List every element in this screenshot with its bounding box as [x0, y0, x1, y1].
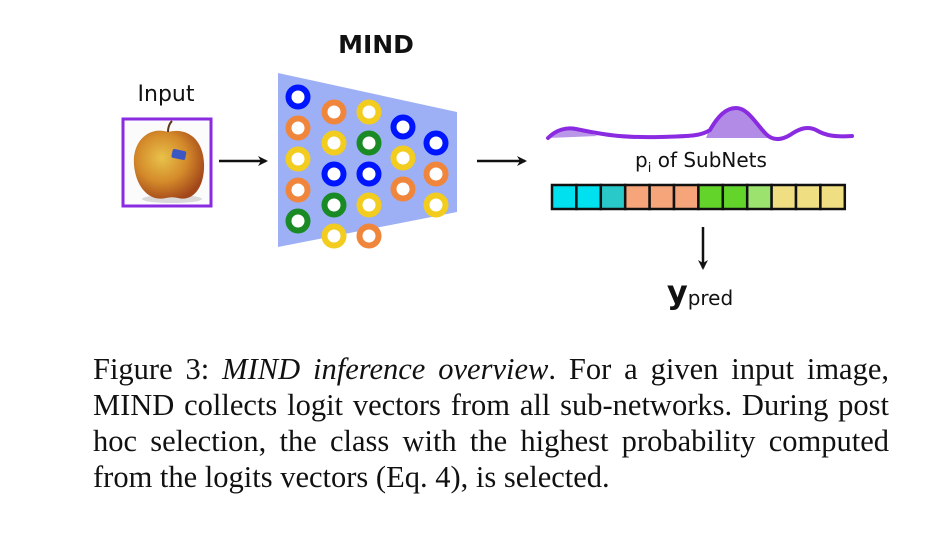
apple-sticker	[171, 149, 187, 160]
subnet-circle-yellow	[356, 192, 382, 218]
caption-label: Figure 3:	[93, 352, 223, 386]
vector-cell	[721, 183, 749, 211]
subnet-circle-orange	[285, 177, 311, 203]
input-label: Input	[138, 82, 195, 107]
subnet-circle-blue	[390, 114, 416, 140]
vector-cell	[623, 183, 651, 211]
probability-vector	[550, 183, 847, 211]
subnet-circle-yellow	[390, 145, 416, 171]
probabilities-label-suffix: of SubNets	[651, 148, 767, 172]
subnet-circle-green	[321, 192, 347, 218]
diagram-title: MIND	[338, 30, 414, 59]
subnet-circle-blue	[285, 84, 311, 110]
vector-cell	[697, 183, 725, 211]
figure-caption: Figure 3: MIND inference overview. For a…	[93, 351, 889, 495]
subnet-circle-orange	[356, 223, 382, 249]
subnet-circle-yellow	[321, 223, 347, 249]
probabilities-label: pi of SubNets	[635, 148, 767, 176]
apple-stem	[167, 120, 173, 133]
vector-cell	[794, 183, 822, 211]
vector-cell	[575, 183, 603, 211]
subnet-circle-yellow	[285, 146, 311, 172]
vector-cell	[819, 183, 847, 211]
apple-icon	[133, 130, 205, 199]
caption-body: . For a given input image, MIND collects…	[93, 352, 890, 494]
prediction-subscript: pred	[688, 286, 733, 310]
subnet-circle-orange	[285, 115, 311, 141]
prediction-label: ypred	[667, 273, 733, 311]
vector-cell	[550, 183, 578, 211]
subnet-circle-yellow	[423, 192, 449, 218]
subnet-circle-orange	[390, 176, 416, 202]
prediction-symbol: y	[667, 273, 688, 311]
subnet-circle-blue	[356, 161, 382, 187]
subnet-circle-green	[285, 208, 311, 234]
input-image	[121, 117, 213, 208]
probability-curve-line	[546, 105, 854, 141]
subnet-circle-green	[356, 130, 382, 156]
vector-cell	[648, 183, 676, 211]
subnet-circle-yellow	[356, 99, 382, 125]
vector-cell	[599, 183, 627, 211]
vector-cell	[672, 183, 700, 211]
subnet-circle-orange	[423, 161, 449, 187]
vector-cell	[745, 183, 773, 211]
probabilities-label-subscript: i	[648, 161, 652, 176]
subnet-circle-orange	[321, 99, 347, 125]
subnet-circle-blue	[321, 161, 347, 187]
mind-inference-diagram: MIND Input pi of SubNets ypred	[121, 30, 854, 311]
caption-title: MIND inference overview	[222, 352, 549, 386]
vector-cell	[770, 183, 798, 211]
subnet-probability-curve	[546, 105, 854, 141]
subnet-circle-blue	[423, 130, 449, 156]
subnet-circles	[285, 84, 449, 249]
subnet-circle-yellow	[321, 130, 347, 156]
probabilities-label-prefix: p	[635, 148, 648, 172]
